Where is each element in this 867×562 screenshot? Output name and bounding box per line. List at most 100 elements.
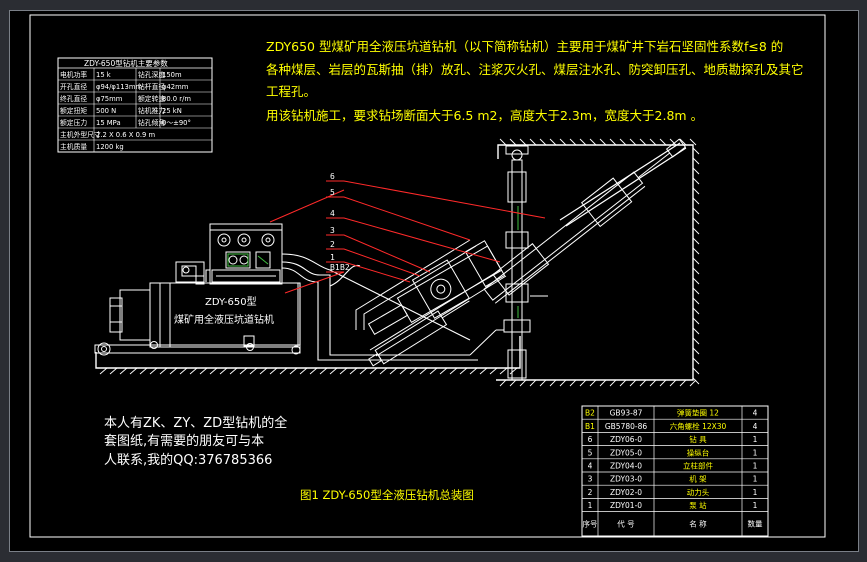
upper-drill-rig [483,138,687,304]
machine-label-line-1: ZDY-650型 [205,295,257,308]
spec-cell: 150m [162,71,182,79]
hatch-mark [529,138,537,146]
hatch-mark [692,207,700,215]
hatch-mark [129,367,138,375]
hatch-mark [692,157,700,165]
hatch-mark [692,187,700,195]
parts-cell: B1 [585,422,595,431]
machine-label-line-2: 煤矿用全液压坑道钻机 [174,313,274,326]
hatch-mark [659,138,667,146]
hatch-mark [619,379,627,387]
spec-table-title: ZDY-650型钻机主要参数 [84,58,168,68]
parts-cell: 3 [588,475,593,484]
hatch-mark [509,379,517,387]
description-line-3: 工程孔。 [266,84,316,99]
spec-cell: 主机外型尺寸 [60,130,101,139]
spec-cell: 额定扭矩 [60,106,87,115]
hatch-mark [299,367,308,375]
parts-cell: ZDY06-0 [610,435,642,444]
parts-cell: 4 [753,422,758,431]
leader-lines [269,180,546,294]
parts-cell: 六角螺栓 12X30 [670,421,727,431]
spec-cell: φ42mm [162,83,189,91]
hatch-mark [692,297,700,305]
contact-note-line-3: 人联系,我的QQ:376785366 [104,452,272,468]
parts-cell: 1 [753,448,758,457]
hatch-mark [599,138,607,146]
hatch-mark [609,138,617,146]
hatch-mark [509,367,518,375]
parts-cell: 2 [588,488,593,497]
hatch-mark [649,379,657,387]
hatch-mark [199,367,208,375]
spec-cell: 25 kN [162,107,182,115]
hatch-mark [509,138,517,146]
parts-cell: ZDY03-0 [610,475,642,484]
hatch-mark [629,379,637,387]
spec-cell: 80.0 r/m [162,95,191,103]
hatch-mark [589,138,597,146]
hatch-mark [219,367,228,375]
parts-cell: GB5780-86 [605,422,648,431]
hatch-mark [249,367,258,375]
hatch-mark [692,197,700,205]
hatch-mark [692,227,700,235]
hatch-mark [549,138,557,146]
hatch-mark [499,367,508,375]
power-head [367,240,506,336]
hatch-mark [692,377,700,385]
hatch-mark [499,138,507,146]
hatch-mark [539,138,547,146]
rock-hatching [99,138,700,387]
hatch-mark [319,367,328,375]
parts-cell: ZDY01-0 [610,501,642,510]
hatch-mark [189,367,198,375]
hatch-mark [529,379,537,387]
spec-cell: 钻孔深度 [138,70,165,79]
hatch-mark [589,379,597,387]
leader-number: 3 [330,226,335,235]
hatch-mark [569,138,577,146]
hatch-mark [519,379,527,387]
hatch-mark [109,367,118,375]
hatch-mark [239,367,248,375]
hatch-mark [139,367,148,375]
hatch-mark [449,367,458,375]
parts-cell: 6 [588,435,593,444]
hatch-mark [419,367,428,375]
hatch-mark [692,367,700,375]
contact-note-line-1: 本人有ZK、ZY、ZD型钻机的全 [104,415,287,431]
pump-station [94,261,301,356]
hatch-mark [669,379,677,387]
leader-number: B2 [340,263,350,272]
tunnel-outline [95,144,694,381]
parts-cell: 1 [753,475,758,484]
parts-header: 名 称 [689,519,707,529]
parts-header: 序号 [583,519,598,529]
hatch-mark [659,379,667,387]
operation-console [209,223,283,285]
leader-number: 1 [330,253,335,262]
hatch-mark [389,367,398,375]
hatch-mark [499,379,507,387]
hatch-mark [692,247,700,255]
drawing-sheet [9,10,859,552]
hatch-mark [692,237,700,245]
hatch-mark [692,277,700,285]
hatch-mark [399,367,408,375]
hatch-mark [692,167,700,175]
hatch-mark [599,379,607,387]
hatch-mark [692,327,700,335]
parts-cell: 1 [753,488,758,497]
hatch-mark [439,367,448,375]
parts-header: 数量 [748,519,763,529]
spec-cell: 开孔直径 [60,82,87,91]
hatch-mark [519,138,527,146]
hatch-mark [359,367,368,375]
parts-cell: ZDY05-0 [610,448,642,457]
parts-cell: 5 [588,448,593,457]
